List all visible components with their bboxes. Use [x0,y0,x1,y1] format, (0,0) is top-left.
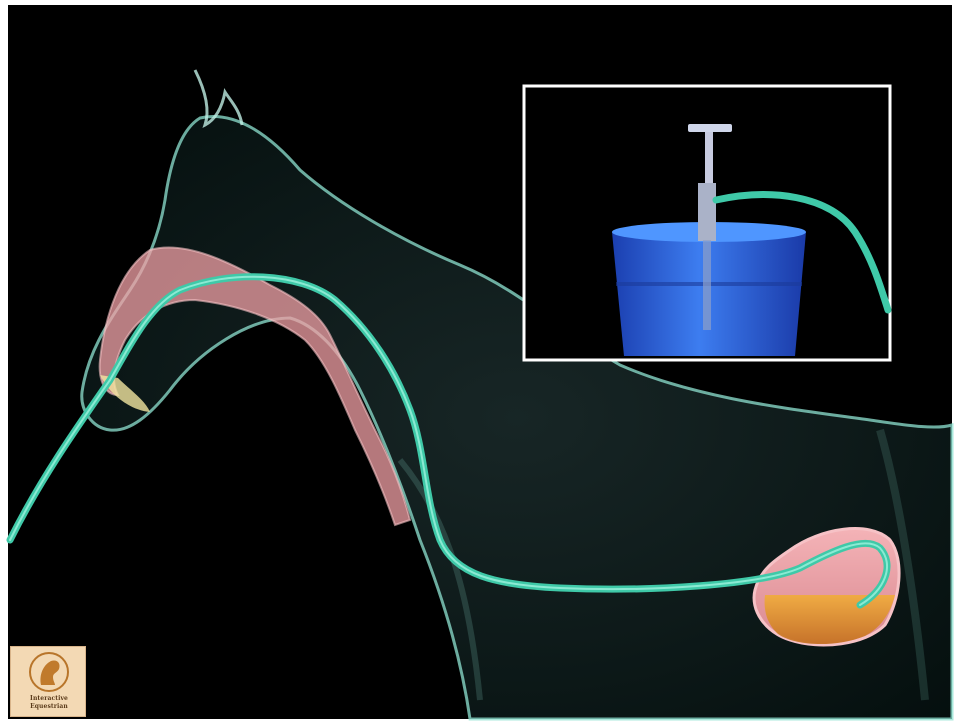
pump-inset [524,86,890,360]
pump-barrel [698,183,716,241]
pump-rod [705,132,713,184]
logo-line-2: Equestrian [11,703,87,710]
pump-handle [688,124,732,132]
logo-line-1: Interactive [11,695,87,702]
pump-tube-submerged [703,240,711,330]
interactive-equestrian-logo: Interactive Equestrian [10,646,86,717]
horse-head-logo-icon [11,647,87,695]
